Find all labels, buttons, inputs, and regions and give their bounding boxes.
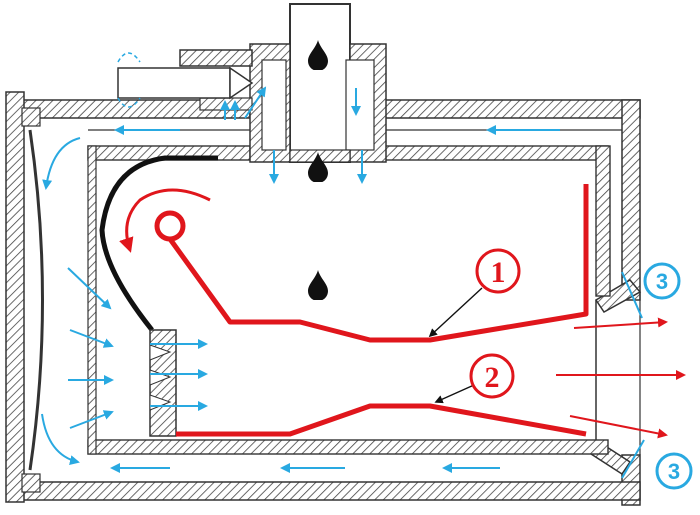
callout-label-2: 2 — [485, 361, 500, 394]
callout-3-bottom: 3 — [621, 439, 693, 490]
swirl-arrow-icon — [119, 188, 211, 253]
callout-label-1: 1 — [491, 256, 506, 289]
callout-label-3-bottom: 3 — [668, 459, 680, 484]
red-flame-sheet — [154, 184, 589, 437]
drop-icon — [308, 270, 328, 300]
callout-1: 1 — [428, 248, 521, 338]
callout-3-top: 3 — [621, 262, 681, 319]
inlet-curved-plate — [28, 129, 44, 471]
fuel-injector — [249, 3, 387, 163]
swirler — [149, 329, 177, 437]
callout-2: 2 — [434, 353, 515, 404]
exhaust-arrows — [556, 317, 686, 439]
guide-vane — [99, 155, 218, 332]
air-flow-arrows — [41, 86, 560, 473]
callout-label-3-top: 3 — [656, 269, 668, 294]
